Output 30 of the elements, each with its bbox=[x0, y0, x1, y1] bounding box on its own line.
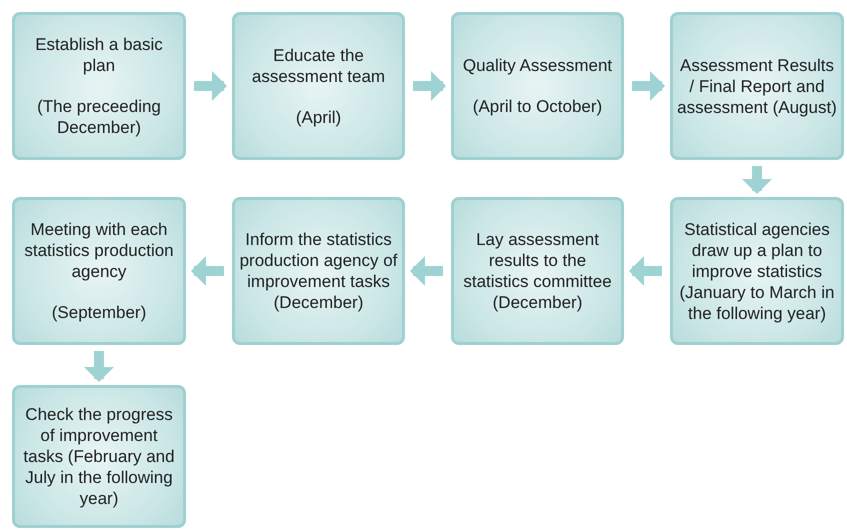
arrow bbox=[742, 166, 772, 194]
arrow bbox=[629, 256, 662, 286]
step-text: Establish a basic plan bbox=[34, 34, 164, 76]
process-box bbox=[12, 12, 186, 160]
arrow bbox=[84, 351, 114, 382]
step-text: Statistical agencies draw up a plan to improve statistics (January to March in the following year) bbox=[678, 218, 836, 324]
step-text: Quality Assessment bbox=[462, 55, 612, 76]
step-text: Inform the statistics production agency of improvement tasks (December) bbox=[239, 229, 398, 313]
step-text: (September) bbox=[52, 302, 146, 323]
process-box bbox=[451, 197, 624, 345]
step-text: (The preceeding December) bbox=[36, 96, 162, 138]
step-text: Educate the assessment team bbox=[250, 44, 386, 86]
process-box bbox=[670, 12, 844, 160]
step-text: Assessment Results / Final Report and assessment (August) bbox=[677, 54, 837, 118]
process-box bbox=[12, 197, 186, 345]
step-text: Check the progress of improvement tasks (February and July in the following year) bbox=[22, 404, 176, 509]
process-box bbox=[12, 385, 186, 528]
arrow bbox=[410, 256, 443, 286]
arrow bbox=[194, 71, 227, 101]
arrow bbox=[191, 256, 224, 286]
step-text: Meeting with each statistics production agency bbox=[23, 219, 175, 282]
process-box bbox=[670, 197, 844, 345]
arrow bbox=[413, 71, 446, 101]
step-text: (April to October) bbox=[472, 96, 602, 117]
step-text: (April) bbox=[296, 106, 342, 128]
process-box bbox=[451, 12, 624, 160]
process-box bbox=[232, 12, 405, 160]
process-box bbox=[232, 197, 405, 345]
step-text: Lay assessment results to the statistics committee (December) bbox=[462, 229, 613, 313]
arrow bbox=[632, 71, 665, 101]
